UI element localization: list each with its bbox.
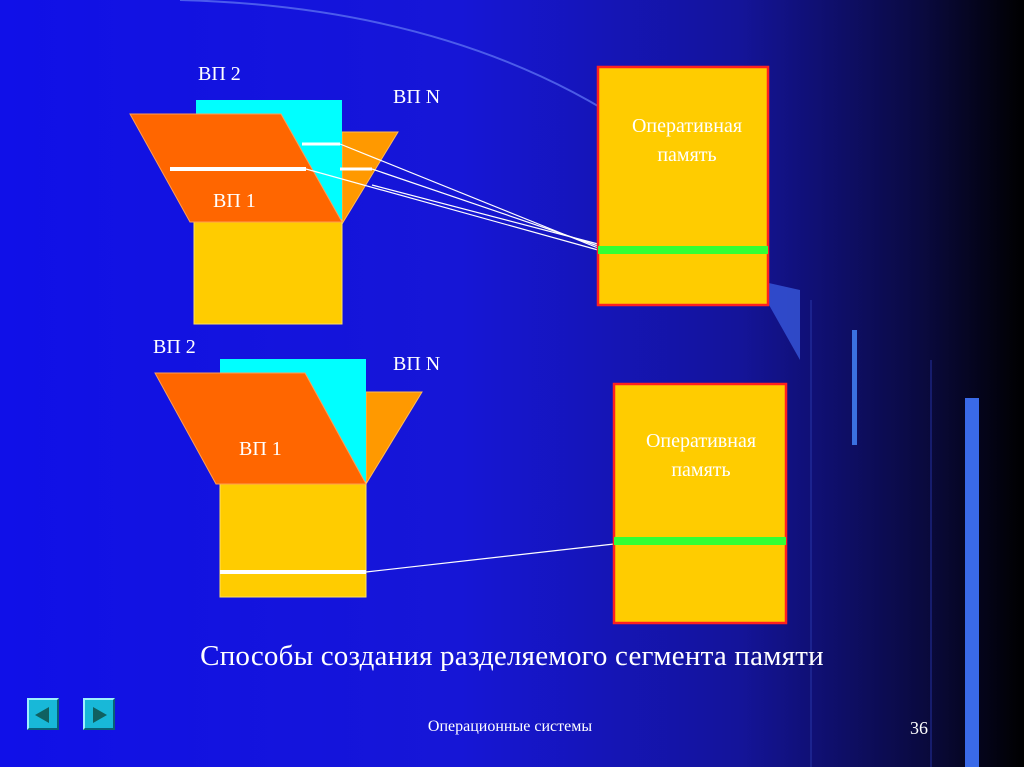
page-vpn-top [342,132,398,224]
ram-label-line2-bottom: память [671,459,730,481]
arrow-left-icon [35,707,49,723]
label-vp1-bottom: ВП 1 [239,438,282,460]
page-number: 36 [910,718,928,739]
ram-block-bottom [614,384,786,623]
slide-caption: Способы создания разделяемого сегмента п… [0,640,1024,673]
label-vpn-bottom: ВП N [393,353,440,375]
arrow-right-icon [93,707,107,723]
nav-prev-button[interactable] [27,698,59,730]
ram-label-line1-top: Оперативная [632,115,742,137]
label-vp2-bottom: ВП 2 [153,336,196,358]
nav-next-button[interactable] [83,698,115,730]
ram-block-top [598,67,768,305]
page-vpn-bottom [366,392,422,484]
label-vpn-top: ВП N [393,86,440,108]
footer-course-title: Операционные системы [340,718,680,736]
bottom-diagram: ВП 2 ВП N ВП 1 Оперативная память [153,336,786,623]
top-diagram: ВП 2 ВП N ВП 1 Оперативная память [130,63,768,324]
label-vp1-top: ВП 1 [213,190,256,212]
page-vp1-body-bottom [220,482,366,597]
ram-label-line2-top: память [657,144,716,166]
shared-segment-bottom [614,537,786,545]
page-vp1-body-top [194,220,342,324]
shared-segment-top [598,246,768,254]
connector-line-bottom [366,544,614,572]
label-vp2-top: ВП 2 [198,63,241,85]
ram-label-line1-bottom: Оперативная [646,430,756,452]
